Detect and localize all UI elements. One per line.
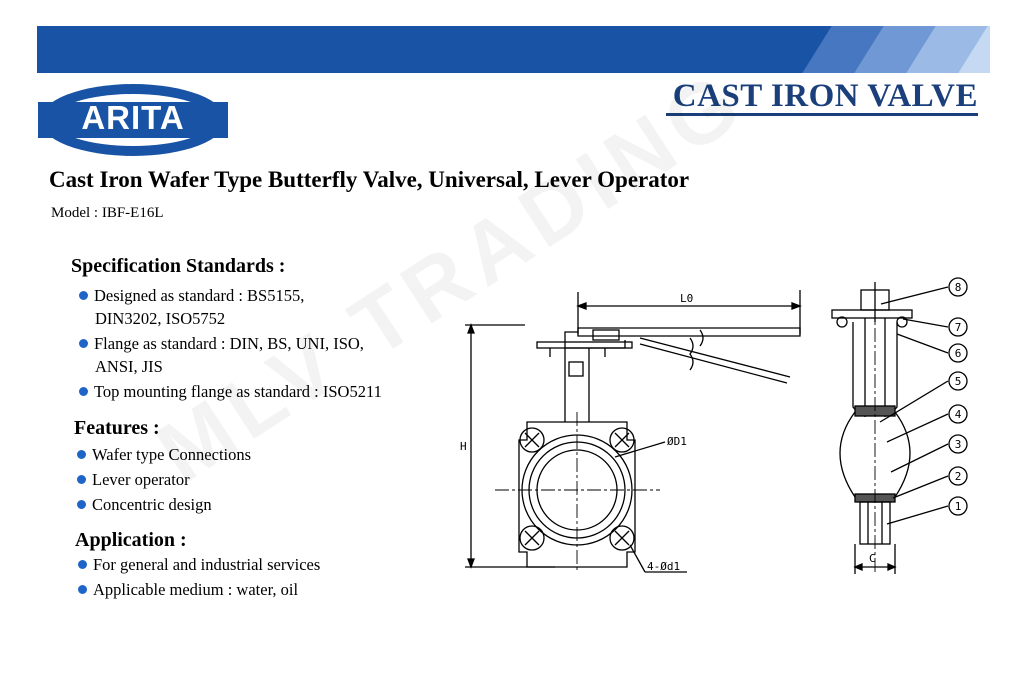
spec-item-continuation: ANSI, JIS [95, 357, 163, 376]
spec-item-text: Top mounting flange as standard : ISO521… [94, 382, 382, 401]
application-item-text: For general and industrial services [93, 555, 321, 574]
part-callout-number: 4 [955, 408, 962, 421]
features-heading: Features : [74, 417, 160, 439]
application-item: Applicable medium : water, oil [78, 580, 298, 600]
feature-item: Lever operator [77, 470, 190, 490]
part-callout-circle [948, 317, 968, 337]
part-callout-number: 8 [955, 281, 962, 294]
feature-item-text: Lever operator [92, 470, 190, 489]
category-title-underline [666, 113, 978, 116]
bullet-icon [78, 585, 87, 594]
bullet-icon [79, 387, 88, 396]
feature-item: Wafer type Connections [77, 445, 251, 465]
part-callout-circle [948, 404, 968, 424]
dim-d1-label: ØD1 [667, 435, 687, 448]
category-title: CAST IRON VALVE [672, 78, 978, 114]
bullet-icon [79, 339, 88, 348]
spec-item-continuation: DIN3202, ISO5752 [95, 309, 226, 328]
spec-heading: Specification Standards : [71, 255, 286, 277]
feature-item-text: Concentric design [92, 495, 212, 514]
feature-item: Concentric design [77, 495, 212, 515]
bullet-icon [77, 450, 86, 459]
arita-logo: ARITA [38, 82, 228, 158]
part-callouts: 8 7 6 5 4 3 2 1 [948, 277, 968, 516]
spec-item-text: Flange as standard : DIN, BS, UNI, ISO, [94, 334, 364, 353]
dim-holes-label: 4-Ød1 [647, 560, 680, 573]
application-heading: Application : [75, 529, 187, 551]
valve-technical-drawing: L0 H [460, 277, 968, 574]
part-callout-number: 3 [955, 438, 962, 451]
application-item-text: Applicable medium : water, oil [93, 580, 299, 599]
bullet-icon [77, 500, 86, 509]
spec-item: Top mounting flange as standard : ISO521… [79, 382, 382, 402]
part-callout-circle [948, 277, 968, 297]
logo-emblem-icon [38, 84, 228, 156]
front-view: L0 H [460, 290, 802, 573]
part-callout-number: 7 [955, 321, 962, 334]
part-callout-circle [948, 434, 968, 454]
part-callout-circle [948, 371, 968, 391]
bullet-icon [78, 560, 87, 569]
part-callout-number: 2 [955, 470, 962, 483]
spec-item: Flange as standard : DIN, BS, UNI, ISO, [79, 334, 364, 354]
spec-item-text: Designed as standard : BS5155, [94, 286, 305, 305]
dim-c-label: C [869, 552, 876, 565]
part-callout-circle [948, 343, 968, 363]
part-callout-number: 1 [955, 500, 962, 513]
part-callout-circle [948, 466, 968, 486]
bullet-icon [79, 291, 88, 300]
product-title: Cast Iron Wafer Type Butterfly Valve, Un… [49, 167, 690, 192]
part-callout-circle [948, 496, 968, 516]
model-number: Model : IBF-E16L [51, 205, 164, 221]
feature-item-text: Wafer type Connections [92, 445, 252, 464]
application-item: For general and industrial services [78, 555, 320, 575]
header-banner [37, 26, 990, 73]
dim-l0-label: L0 [680, 292, 693, 305]
dim-h-label: H [460, 440, 467, 453]
bullet-icon [77, 475, 86, 484]
logo-text: ARITA [81, 99, 185, 136]
spec-item: Designed as standard : BS5155, [79, 286, 304, 306]
part-callout-number: 6 [955, 347, 962, 360]
side-view: C [831, 282, 949, 574]
part-callout-number: 5 [955, 375, 962, 388]
